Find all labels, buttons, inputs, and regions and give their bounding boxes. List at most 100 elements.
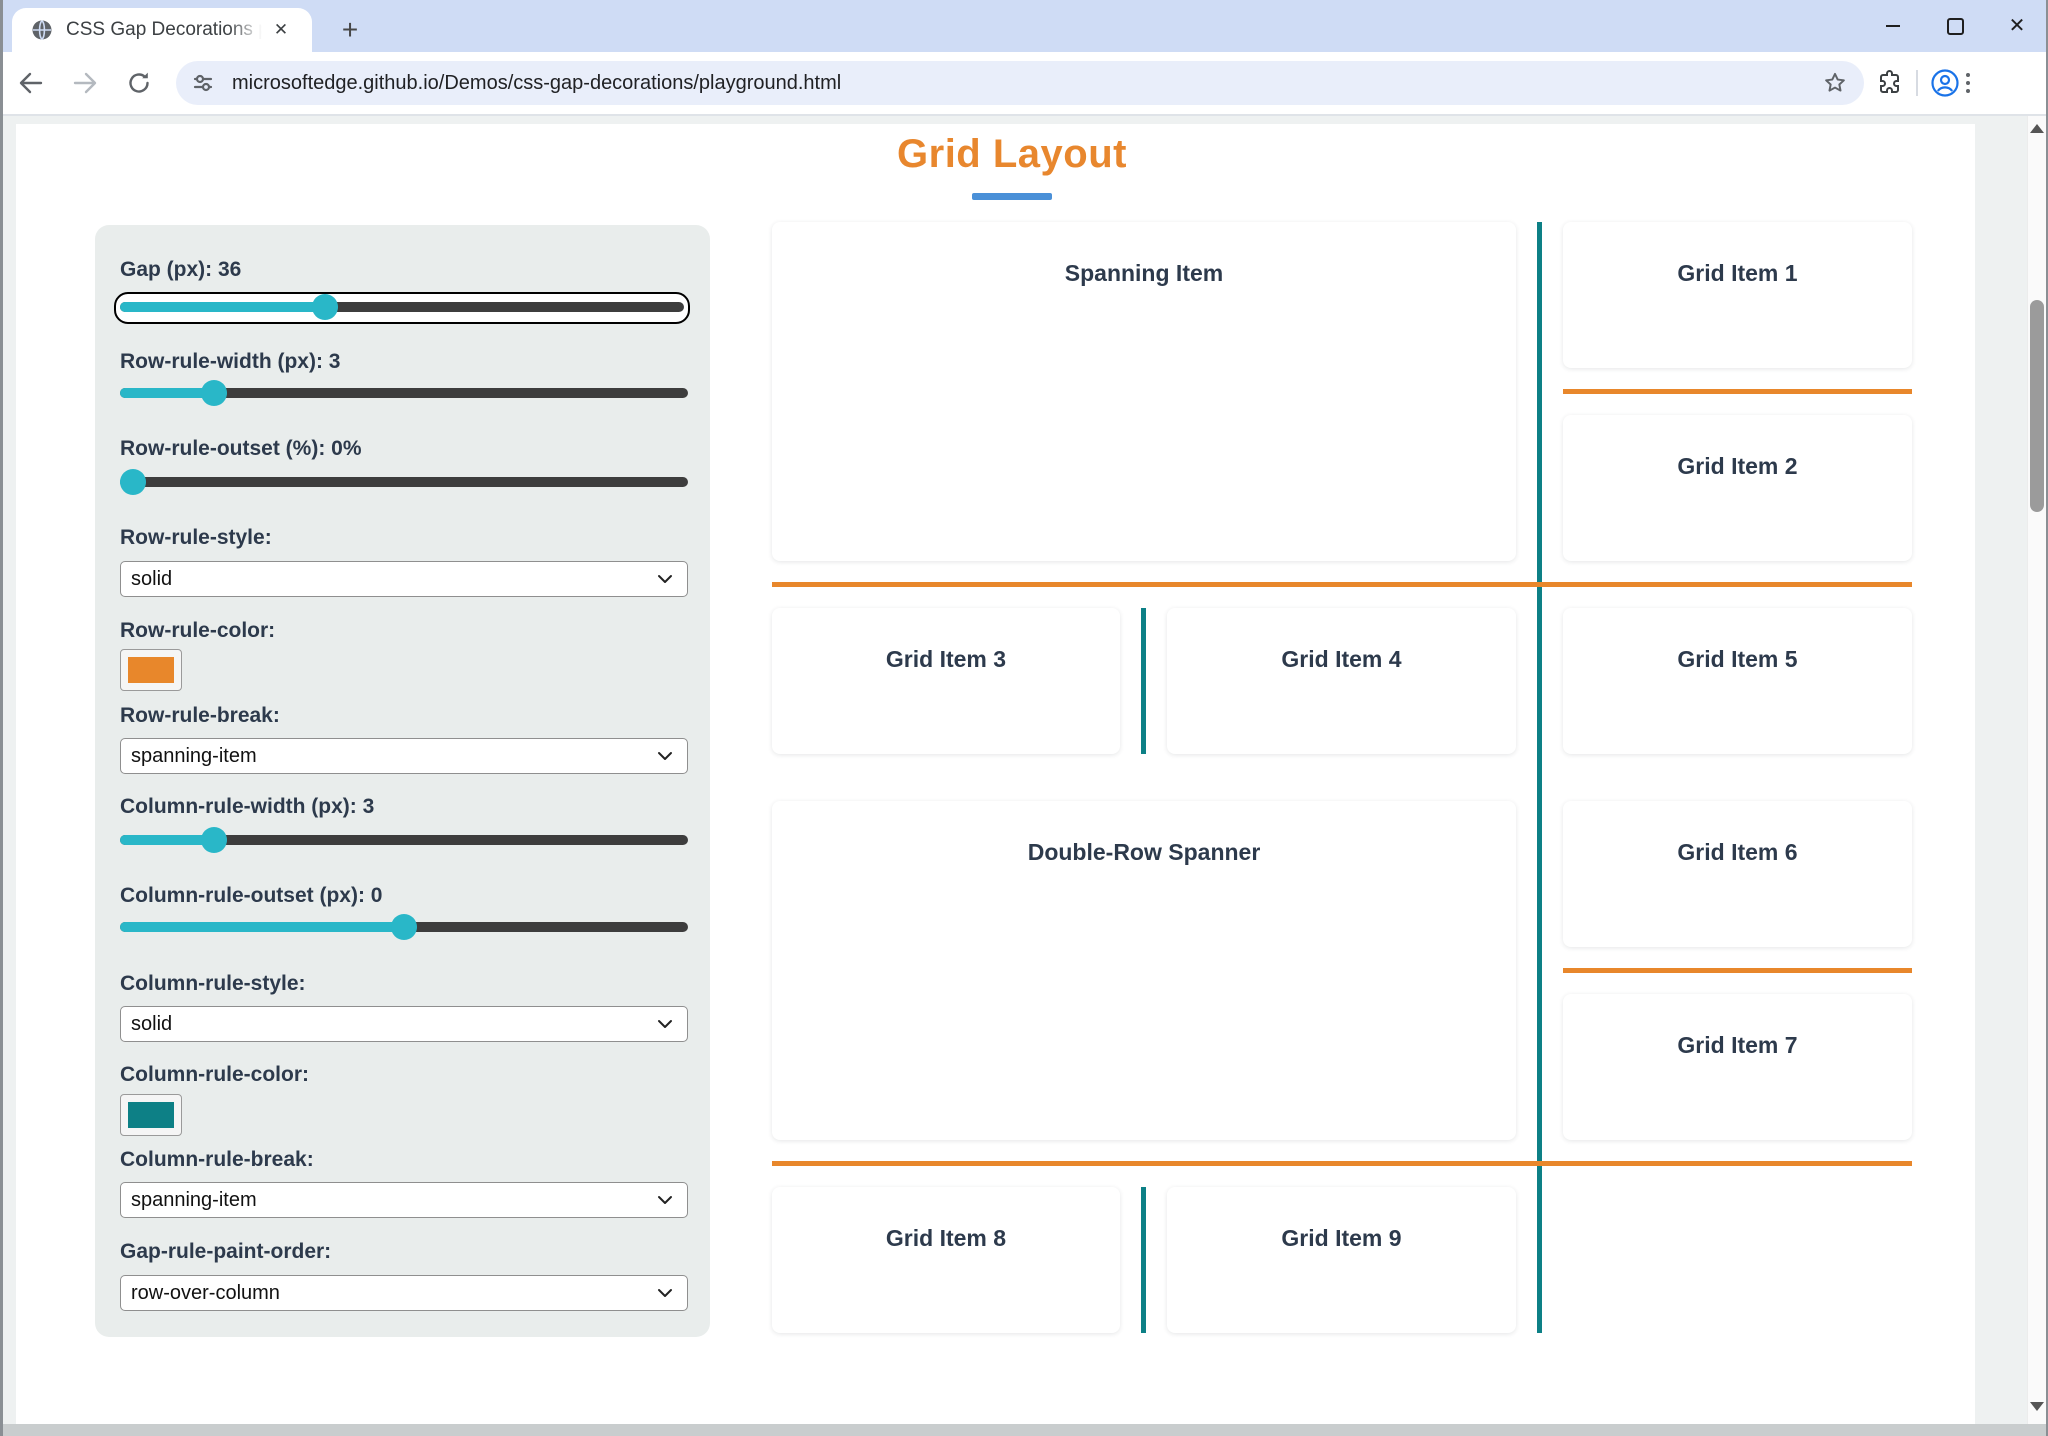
back-button[interactable] <box>8 60 54 106</box>
column-rule-break-label: Column-rule-break: <box>120 1148 314 1171</box>
bookmark-star-icon[interactable] <box>1822 70 1848 96</box>
grid-item-2: Grid Item 2 <box>1563 415 1912 561</box>
toolbar-divider <box>1916 70 1918 96</box>
new-tab-button[interactable]: + <box>341 14 359 45</box>
selected-value: solid <box>131 1012 173 1035</box>
forward-button[interactable] <box>62 60 108 106</box>
row-rule-color-picker[interactable] <box>120 649 182 691</box>
window-close-button[interactable]: ✕ <box>1986 0 2048 52</box>
slider-fill <box>120 835 228 845</box>
url-text[interactable]: microsoftedge.github.io/Demos/css-gap-de… <box>232 71 842 94</box>
column-rule-color-picker[interactable] <box>120 1094 182 1136</box>
gap-label: Gap (px): 36 <box>120 258 242 281</box>
demo-grid: Spanning Item Grid Item 1 Grid Item 2 Grid … <box>772 222 1912 1333</box>
row-rule-style-select[interactable]: solid <box>120 561 688 597</box>
page-right-margin <box>1975 116 2027 1424</box>
slider-thumb[interactable] <box>120 469 146 495</box>
tab-title: CSS Gap Decorations playgroun <box>66 19 262 41</box>
chevron-down-icon <box>658 1020 672 1028</box>
grid-item-double-row: Double-Row Spanner <box>772 801 1516 1140</box>
scrollbar-thumb[interactable] <box>2030 300 2044 512</box>
back-arrow-icon <box>19 72 43 94</box>
globe-favicon-icon <box>30 18 54 42</box>
column-rule-color-label: Column-rule-color: <box>120 1063 309 1086</box>
grid-item-9: Grid Item 9 <box>1167 1187 1516 1333</box>
browser-tab[interactable]: CSS Gap Decorations playgroun ✕ <box>12 8 312 52</box>
chevron-down-icon <box>658 1289 672 1297</box>
extensions-puzzle-icon[interactable] <box>1876 69 1904 97</box>
row-rule-break-select[interactable]: spanning-item <box>120 738 688 774</box>
row-rule-break-label: Row-rule-break: <box>120 704 280 727</box>
slider-thumb[interactable] <box>201 827 228 853</box>
minimize-icon <box>1886 25 1900 27</box>
column-rule-long <box>1537 222 1542 1333</box>
gap-rule-paint-order-select[interactable]: row-over-column <box>120 1275 688 1311</box>
row-rule-outset-slider[interactable] <box>120 468 688 496</box>
slider-thumb[interactable] <box>391 914 417 940</box>
grid-item-3: Grid Item 3 <box>772 608 1120 754</box>
grid-layout-area: Spanning Item Grid Item 1 Grid Item 2 Grid … <box>772 222 1912 1333</box>
grid-item-7: Grid Item 7 <box>1563 994 1912 1140</box>
browser-toolbar: microsoftedge.github.io/Demos/css-gap-de… <box>0 52 2048 116</box>
row-rule-width-slider[interactable] <box>120 379 688 407</box>
row-rule-full-a <box>772 582 1912 587</box>
chevron-down-icon <box>658 575 672 583</box>
page-title: Grid Layout <box>897 132 1127 176</box>
omnibox[interactable]: microsoftedge.github.io/Demos/css-gap-de… <box>176 61 1864 105</box>
forward-arrow-icon <box>73 72 97 94</box>
column-rule-row3 <box>1141 608 1146 754</box>
color-swatch <box>128 1102 174 1128</box>
slider-fill <box>120 922 417 932</box>
close-icon: ✕ <box>2008 15 2026 37</box>
slider-track <box>120 469 688 495</box>
maximize-icon <box>1946 17 1964 35</box>
column-rule-style-label: Column-rule-style: <box>120 972 306 995</box>
slider-fill <box>120 302 339 312</box>
tab-title-fade <box>228 19 262 41</box>
grid-item-8: Grid Item 8 <box>772 1187 1120 1333</box>
tab-close-icon[interactable]: ✕ <box>273 20 289 39</box>
row-rule-color-label: Row-rule-color: <box>120 619 276 642</box>
scrollbar-down-arrow[interactable] <box>2030 1402 2044 1411</box>
browser-menu-icon[interactable] <box>1966 73 1970 93</box>
scrollbar-up-arrow[interactable] <box>2030 124 2044 133</box>
gap-rule-paint-order-label: Gap-rule-paint-order: <box>120 1240 332 1263</box>
site-settings-tune-icon[interactable] <box>190 70 216 96</box>
grid-item-5: Grid Item 5 <box>1563 608 1912 754</box>
row-rule-col3-b <box>1563 968 1912 973</box>
window-right-border <box>2046 0 2048 1436</box>
selected-value: solid <box>131 567 173 590</box>
column-rule-break-select[interactable]: spanning-item <box>120 1182 688 1218</box>
grid-item-1: Grid Item 1 <box>1563 222 1912 368</box>
page-background-band <box>0 116 2048 124</box>
row-rule-outset-label: Row-rule-outset (%): 0% <box>120 437 362 460</box>
controls-panel: Gap (px): 36 Row-rule-width (px): 3 Row-ru… <box>95 225 710 1337</box>
window-left-border <box>0 0 3 1436</box>
slider-fill <box>120 388 228 398</box>
chevron-down-icon <box>658 1196 672 1204</box>
profile-avatar-icon[interactable] <box>1930 68 1960 98</box>
slider-track <box>120 827 688 853</box>
column-rule-outset-slider[interactable] <box>120 913 688 941</box>
slider-track <box>120 914 688 940</box>
row-rule-style-label: Row-rule-style: <box>120 526 272 549</box>
window-maximize-button[interactable] <box>1924 0 1986 52</box>
window-minimize-button[interactable] <box>1862 0 1924 52</box>
grid-item-4: Grid Item 4 <box>1167 608 1516 754</box>
row-rule-width-label: Row-rule-width (px): 3 <box>120 350 341 373</box>
toolbar-right-icons <box>1876 68 1988 98</box>
grid-item-spanning: Spanning Item <box>772 222 1516 561</box>
row-rule-col3-a <box>1563 389 1912 394</box>
gap-slider[interactable] <box>114 292 690 324</box>
window-controls: ✕ <box>1862 0 2048 52</box>
reload-button[interactable] <box>116 60 162 106</box>
grid-item-6: Grid Item 6 <box>1563 801 1912 947</box>
slider-track <box>120 380 688 406</box>
column-rule-style-select[interactable]: solid <box>120 1006 688 1042</box>
chevron-down-icon <box>658 752 672 760</box>
slider-thumb[interactable] <box>312 294 339 320</box>
slider-thumb[interactable] <box>201 380 228 406</box>
column-rule-outset-label: Column-rule-outset (px): 0 <box>120 884 383 907</box>
column-rule-width-slider[interactable] <box>120 826 688 854</box>
